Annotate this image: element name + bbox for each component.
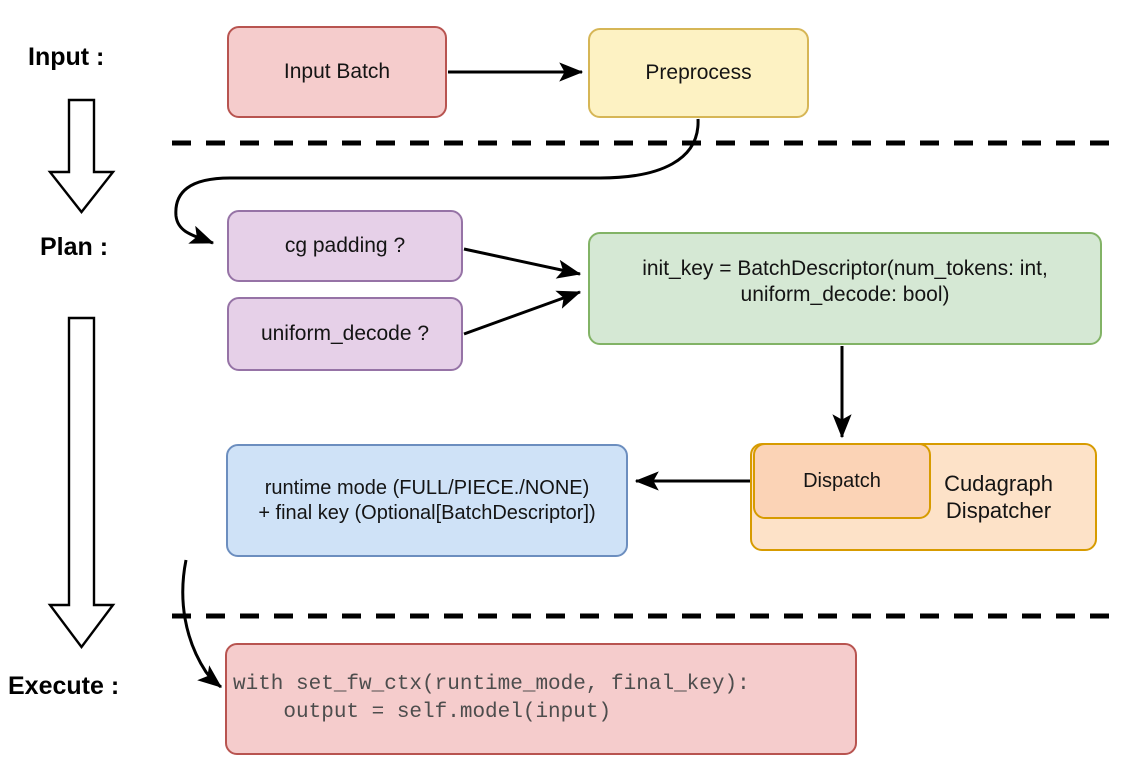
uniform-decode-to-init-key-arrow: [463, 290, 582, 336]
node-cudagraph-dispatcher-line2: Dispatcher: [945, 498, 1052, 523]
node-cg-padding[interactable]: cg padding ?: [227, 210, 463, 282]
node-cudagraph-dispatcher-line1: Cudagraph: [944, 470, 1053, 496]
node-preprocess-label: Preprocess: [645, 60, 752, 84]
node-uniform-decode[interactable]: uniform_decode ?: [227, 297, 463, 371]
stage-label-execute: Execute :: [8, 672, 120, 700]
node-runtime-mode-line2: + final key (Optional[BatchDescriptor]): [258, 501, 596, 524]
node-execute-code-line1: with set_fw_ctx(runtime_mode, final_key)…: [233, 672, 750, 696]
stage-label-plan: Plan :: [40, 233, 109, 261]
node-dispatch-label: Dispatch: [803, 469, 881, 492]
node-init-key[interactable]: init_key = BatchDescriptor(num_tokens: i…: [588, 232, 1102, 345]
node-cg-padding-label: cg padding ?: [284, 233, 406, 257]
node-input-batch[interactable]: Input Batch: [227, 26, 447, 118]
cg-padding-to-init-key-arrow: [463, 247, 582, 279]
node-dispatch[interactable]: Dispatch: [753, 443, 931, 519]
node-init-key-line1: init_key = BatchDescriptor(num_tokens: i…: [642, 257, 1048, 280]
runtime-mode-to-code-arrow: [181, 559, 222, 689]
node-execute-code-line2: output = self.model(input): [233, 701, 612, 724]
node-preprocess[interactable]: Preprocess: [588, 28, 809, 118]
node-uniform-decode-label: uniform_decode ?: [260, 321, 430, 345]
node-input-batch-label: Input Batch: [283, 59, 391, 83]
node-execute-code[interactable]: with set_fw_ctx(runtime_mode, final_key)…: [225, 643, 857, 755]
stage-label-input: Input :: [28, 43, 105, 71]
plan-to-execute-block-arrow: [47, 316, 116, 649]
node-runtime-mode[interactable]: runtime mode (FULL/PIECE./NONE) + final …: [226, 444, 628, 557]
node-runtime-mode-line1: runtime mode (FULL/PIECE./NONE): [264, 476, 590, 499]
node-init-key-line2: uniform_decode: bool): [740, 283, 950, 307]
input-to-plan-block-arrow: [47, 98, 116, 214]
